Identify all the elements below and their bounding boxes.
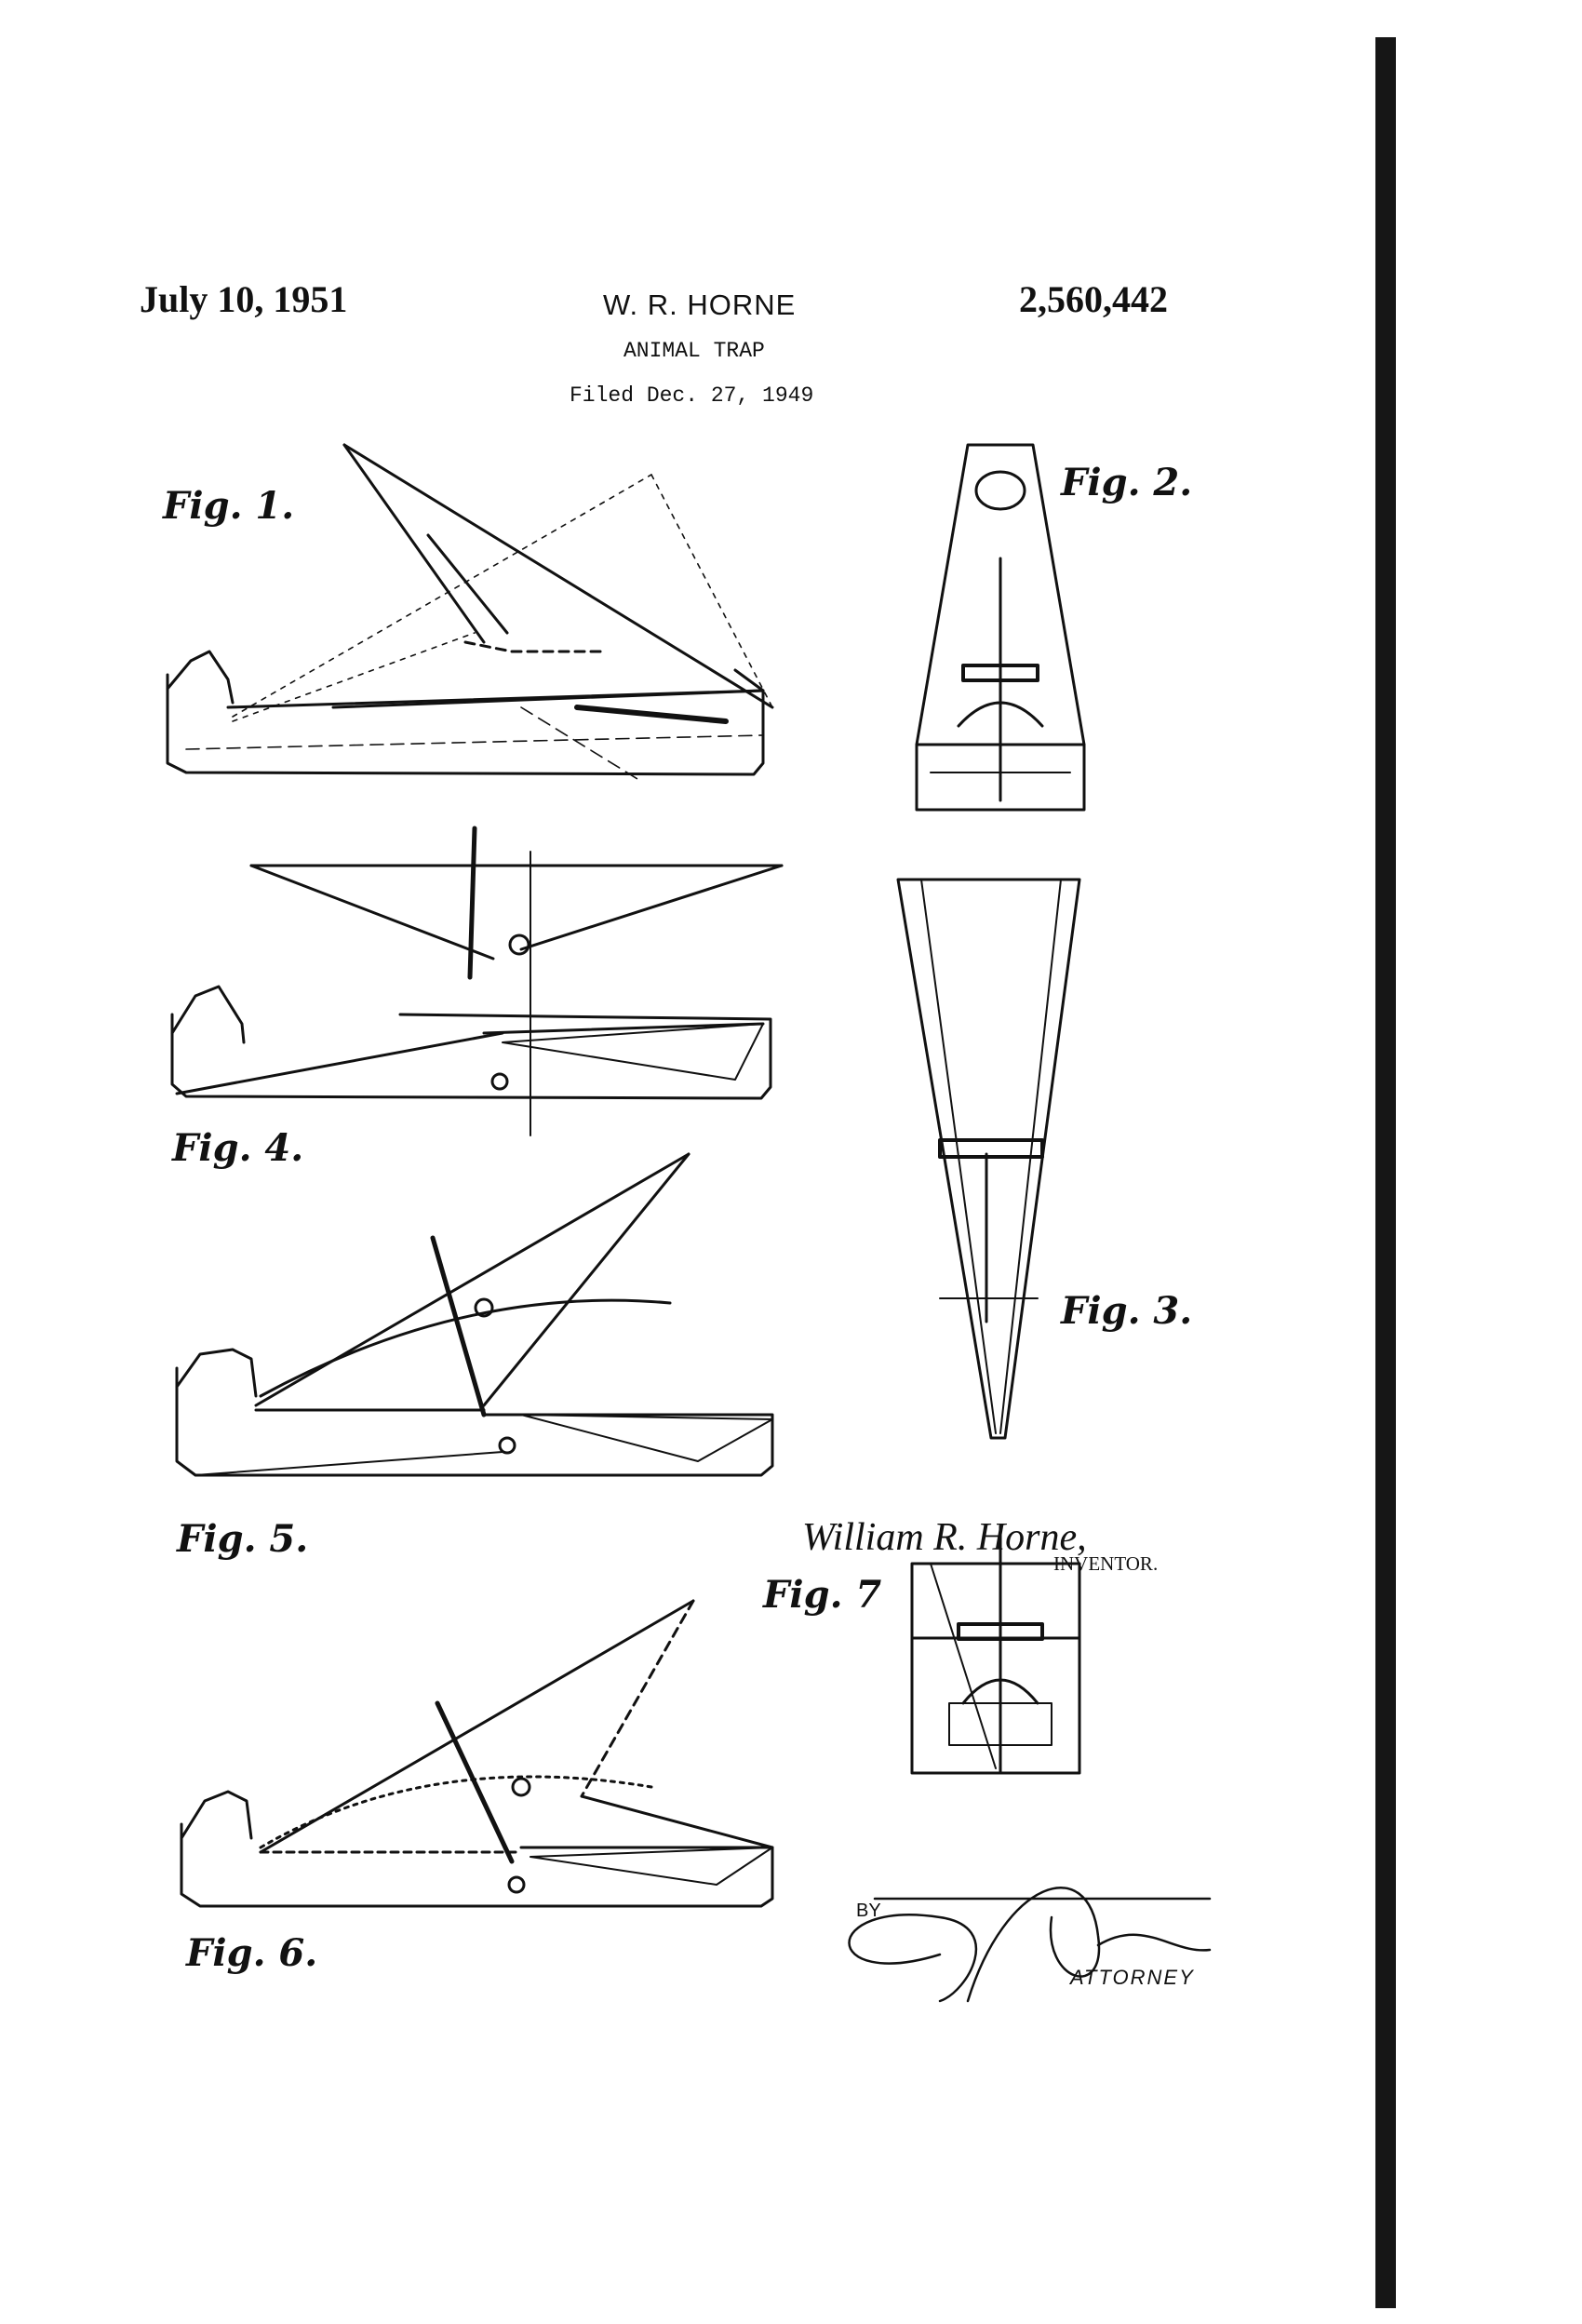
by-label: BY — [856, 1901, 881, 1921]
inventor-header: W. R. HORNE — [603, 289, 797, 321]
patent-number: 2,560,442 — [1019, 278, 1168, 320]
fig6-drawing — [180, 1599, 774, 1908]
fig3-label: Fig. 3. — [1061, 1289, 1193, 1333]
filed-date: Filed Dec. 27, 1949 — [570, 383, 814, 408]
fig4-drawing — [170, 826, 784, 1136]
inventor-role: INVENTOR. — [1053, 1552, 1159, 1575]
fig4-label: Fig. 4. — [172, 1126, 304, 1170]
attorney-signature — [848, 1887, 1212, 2003]
fig2-drawing — [915, 443, 1086, 812]
fig5-label: Fig. 5. — [177, 1517, 309, 1561]
fig5-drawing — [175, 1152, 774, 1477]
patent-date: July 10, 1951 — [140, 278, 348, 320]
patent-title: ANIMAL TRAP — [623, 339, 765, 363]
fig7-label: Fig. 7 — [763, 1573, 882, 1617]
fig2-label: Fig. 2. — [1061, 461, 1193, 504]
scan-edge-bar — [1375, 37, 1396, 2308]
fig1-drawing — [166, 443, 774, 783]
patent-drawings — [166, 443, 1212, 2003]
fig7-drawing — [910, 1525, 1081, 1775]
fig3-drawing — [896, 878, 1081, 1440]
fig1-label: Fig. 1. — [163, 484, 295, 528]
inventor-signature-name: William R. Horne, — [802, 1516, 1087, 1559]
fig6-label: Fig. 6. — [186, 1931, 318, 1975]
attorney-role: ATTORNEY — [1070, 1966, 1195, 1989]
